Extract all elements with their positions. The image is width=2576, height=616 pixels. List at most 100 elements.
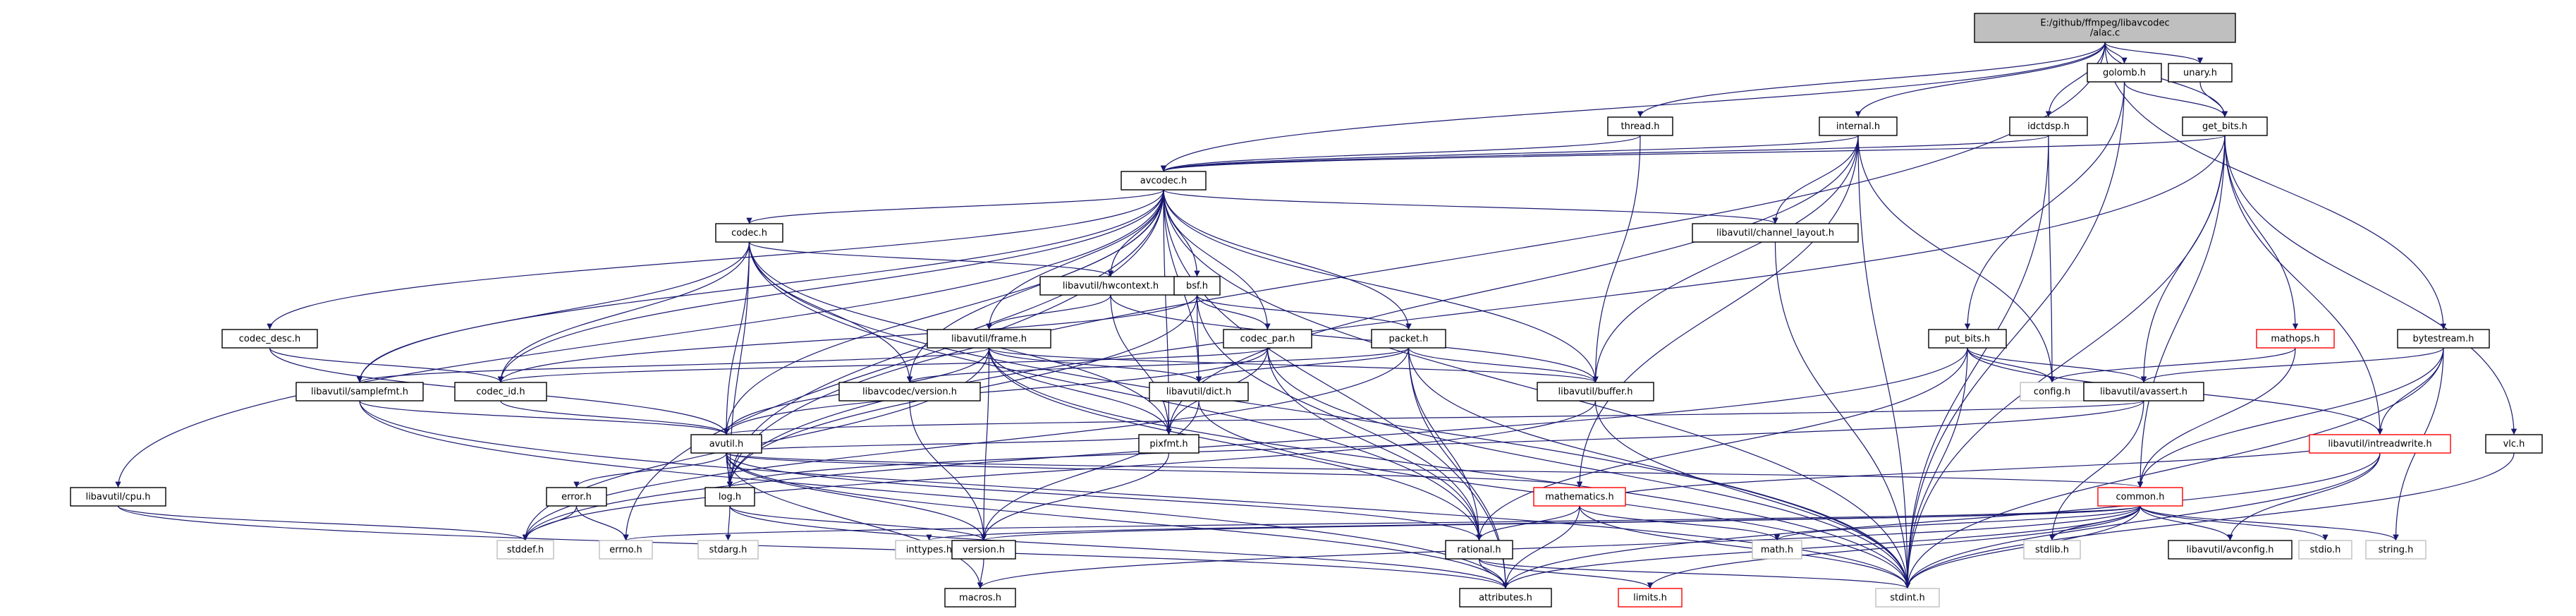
node-error[interactable]: error.h <box>546 487 607 507</box>
edge-internal-to-config <box>1857 135 2056 383</box>
node-codec-desc[interactable]: codec_desc.h <box>221 329 318 349</box>
node-label: stdio.h <box>2310 545 2341 555</box>
node-packet[interactable]: packet.h <box>1371 329 1446 349</box>
edge-avcodec-to-bsf <box>1163 189 1200 277</box>
node-stdlib[interactable]: stdlib.h <box>2023 540 2081 560</box>
node-avcodec[interactable]: avcodec.h <box>1121 171 1207 191</box>
node-unary[interactable]: unary.h <box>2168 63 2233 83</box>
node-codec-id[interactable]: codec_id.h <box>454 382 547 401</box>
node-box <box>2485 434 2543 454</box>
node-box <box>496 540 554 560</box>
node-avutil[interactable]: avutil.h <box>690 434 762 454</box>
edge-avcodec-to-avutil <box>723 189 1164 435</box>
node-box <box>704 487 755 507</box>
node-pixfmt[interactable]: pixfmt.h <box>1138 434 1200 454</box>
node-avconfig[interactable]: libavutil/avconfig.h <box>2168 540 2293 560</box>
node-intreadwrite[interactable]: libavutil/intreadwrite.h <box>2309 434 2451 454</box>
edge-frame-to-rational <box>988 347 1482 541</box>
edge-avassert-to-avutil <box>724 400 2144 435</box>
node-bsf[interactable]: bsf.h <box>1173 276 1221 296</box>
edge-codec-to-samplefmt <box>356 241 750 383</box>
node-root[interactable]: E:/github/ffmpeg/libavcodec/alac.c <box>1974 13 2236 43</box>
node-box <box>2298 540 2352 560</box>
node-math[interactable]: math.h <box>1752 540 1802 560</box>
node-label: get_bits.h <box>2202 121 2247 132</box>
node-stdint[interactable]: stdint.h <box>1875 588 1940 608</box>
node-codec[interactable]: codec.h <box>715 223 783 243</box>
edge-avcodec-to-channel-layout <box>1163 189 1778 224</box>
node-cpu[interactable]: libavutil/cpu.h <box>70 487 166 507</box>
node-box <box>599 540 653 560</box>
node-stdarg[interactable]: stdarg.h <box>697 540 759 560</box>
edge-avcodec-to-packet <box>1163 189 1412 330</box>
edge-avcodec-to-samplefmt <box>356 189 1164 383</box>
node-rational[interactable]: rational.h <box>1445 540 1513 560</box>
node-box <box>1459 588 1552 608</box>
node-mathematics[interactable]: mathematics.h <box>1533 487 1626 507</box>
edge-get-bits-to-common <box>2137 135 2226 488</box>
node-thread[interactable]: thread.h <box>1607 116 1673 136</box>
node-box <box>1138 434 1200 454</box>
edge-error-to-stddef <box>522 505 578 541</box>
node-bytestream[interactable]: bytestream.h <box>2397 329 2490 349</box>
edge-root-to-idctdsp <box>2045 42 2106 118</box>
node-macros[interactable]: macros.h <box>944 588 1016 608</box>
node-version[interactable]: version.h <box>951 540 1016 560</box>
node-errno[interactable]: errno.h <box>599 540 653 560</box>
edge-hwcontext-to-frame <box>986 294 1111 330</box>
edge-rational-to-stdint <box>1478 558 1910 589</box>
edge-mathops-to-config <box>2049 347 2296 383</box>
node-idctdsp[interactable]: idctdsp.h <box>2009 116 2088 136</box>
edge-common-to-errno <box>623 505 2141 541</box>
node-channel-layout[interactable]: libavutil/channel_layout.h <box>1692 223 1859 243</box>
node-stdio[interactable]: stdio.h <box>2298 540 2352 560</box>
node-codec-par[interactable]: codec_par.h <box>1223 329 1312 349</box>
edge-get-bits-to-stdint <box>1904 135 2226 589</box>
edge-dict-to-version <box>980 400 1200 541</box>
node-golomb[interactable]: golomb.h <box>2087 63 2162 83</box>
node-string[interactable]: string.h <box>2365 540 2427 560</box>
node-attributes[interactable]: attributes.h <box>1459 588 1552 608</box>
node-box <box>2023 540 2081 560</box>
node-label: bsf.h <box>1186 281 1208 291</box>
node-get-bits[interactable]: get_bits.h <box>2182 116 2268 136</box>
edge-bsf-to-codec-id <box>497 294 1198 383</box>
edge-codec-par-to-avutil <box>723 347 1269 435</box>
edge-root-to-internal <box>1855 42 2106 118</box>
edge-root-to-bytestream <box>2104 42 2447 330</box>
node-label: thread.h <box>1621 121 1660 132</box>
node-log[interactable]: log.h <box>704 487 755 507</box>
edge-bytestream-to-avassert <box>2140 347 2444 383</box>
edge-frame-to-version <box>980 347 990 541</box>
edge-avutil-to-attributes <box>726 452 1509 589</box>
node-internal[interactable]: internal.h <box>1819 116 1898 136</box>
node-frame[interactable]: libavutil/frame.h <box>927 329 1051 349</box>
node-stddef[interactable]: stddef.h <box>496 540 554 560</box>
node-inttypes[interactable]: inttypes.h <box>895 540 963 560</box>
edge-golomb-to-get-bits <box>2123 81 2228 118</box>
edge-internal-to-stdint <box>1857 135 1911 589</box>
edge-frame-to-dict <box>988 347 1202 383</box>
edge-codec-to-avutil <box>723 241 750 435</box>
node-avassert[interactable]: libavutil/avassert.h <box>2083 382 2204 401</box>
node-limits[interactable]: limits.h <box>1618 588 1683 608</box>
edge-bytestream-to-common <box>2137 347 2444 488</box>
edge-avutil-to-pixfmt <box>726 434 1172 454</box>
node-dict[interactable]: libavutil/dict.h <box>1149 382 1249 401</box>
node-box <box>1149 382 1249 401</box>
node-common[interactable]: common.h <box>2097 487 2183 507</box>
node-mathops[interactable]: mathops.h <box>2256 329 2335 349</box>
node-hwcontext[interactable]: libavutil/hwcontext.h <box>1039 276 1182 296</box>
node-lavc-version[interactable]: libavcodec/version.h <box>838 382 981 401</box>
node-vlc[interactable]: vlc.h <box>2485 434 2543 454</box>
node-box <box>1928 329 2007 349</box>
edge-avutil-to-common <box>726 452 2143 488</box>
node-label: golomb.h <box>2103 68 2146 78</box>
node-config[interactable]: config.h <box>2020 382 2084 401</box>
node-label: libavutil/intreadwrite.h <box>2328 439 2431 449</box>
edge-put-bits-to-avassert <box>1967 347 2147 383</box>
node-samplefmt[interactable]: libavutil/samplefmt.h <box>295 382 424 401</box>
node-buffer[interactable]: libavutil/buffer.h <box>1537 382 1654 401</box>
node-put-bits[interactable]: put_bits.h <box>1928 329 2007 349</box>
